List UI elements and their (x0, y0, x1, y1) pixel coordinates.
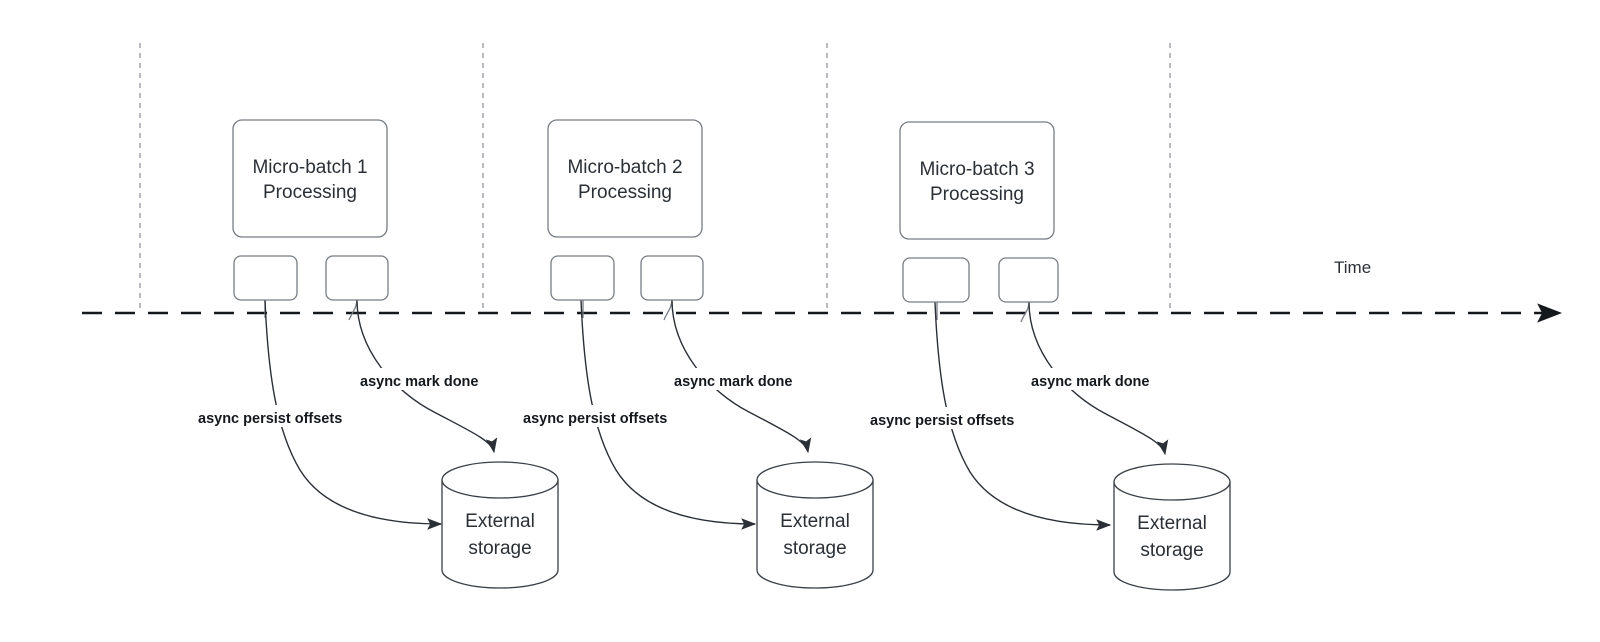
stem-markdone-2 (663, 298, 673, 321)
markdone-marker-box-1[interactable] (325, 255, 389, 301)
curve-async-persist-offsets-1 (264, 299, 443, 530)
micro-batch-box-3-line1: Micro-batch 3 (919, 159, 1034, 180)
label-bg-po-3 (868, 407, 1046, 429)
micro-batch-box-2-line1: Micro-batch 2 (567, 157, 682, 178)
label-async-mark-done-1: async mark done (358, 368, 503, 390)
label-bg-po-2 (521, 405, 699, 427)
external-storage-3-body[interactable] (1113, 481, 1231, 591)
label-async-persist-offsets-1: async persist offsets (196, 405, 374, 427)
external-storage-2-line2: storage (783, 538, 846, 559)
label-async-persist-offsets-3: async persist offsets (868, 407, 1046, 429)
external-storage-1-top[interactable] (441, 461, 559, 499)
label-async-mark-done-2: async mark done (672, 368, 817, 390)
external-storage-3-line1: External (1137, 513, 1207, 534)
label-async-mark-done-1-text: async mark done (360, 374, 478, 390)
stem-markdone-1 (348, 298, 358, 321)
label-async-mark-done-2-text: async mark done (674, 374, 792, 390)
label-async-persist-offsets-2: async persist offsets (521, 405, 699, 427)
curve-async-persist-offsets-2 (580, 299, 757, 530)
external-storage-1-line1: External (465, 511, 535, 532)
label-async-persist-offsets-1-text: async persist offsets (198, 411, 342, 427)
external-storage-1-body[interactable] (441, 479, 559, 589)
label-bg-md-1 (358, 368, 503, 390)
label-async-persist-offsets-2-text: async persist offsets (523, 411, 667, 427)
micro-batch-box-1-rect[interactable] (232, 119, 388, 238)
group-2: Micro-batch 2 Processing External storag… (521, 119, 874, 589)
micro-batch-box-3-rect[interactable] (899, 121, 1055, 240)
persist-marker-box-2[interactable] (550, 255, 615, 301)
curve-async-mark-done-1 (356, 299, 498, 454)
label-async-mark-done-3-text: async mark done (1031, 374, 1149, 390)
time-axis: Time (82, 258, 1563, 323)
label-bg-md-2 (672, 368, 817, 390)
curve-async-mark-done-2 (671, 299, 812, 454)
micro-batch-box-3[interactable]: Micro-batch 3 Processing (899, 121, 1055, 240)
micro-batch-box-1[interactable]: Micro-batch 1 Processing (232, 119, 388, 238)
micro-batch-box-2[interactable]: Micro-batch 2 Processing (547, 119, 703, 238)
external-storage-2-top[interactable] (756, 461, 874, 499)
external-storage-2[interactable]: External storage (756, 461, 874, 589)
external-storage-1[interactable]: External storage (441, 461, 559, 589)
group-1: Micro-batch 1 Processing External storag… (196, 119, 559, 589)
external-storage-3-line2: storage (1140, 540, 1203, 561)
persist-marker-box-3[interactable] (902, 257, 970, 303)
curve-async-persist-offsets-3 (934, 301, 1112, 531)
micro-batch-box-2-line2: Processing (578, 182, 672, 203)
micro-batch-box-1-line1: Micro-batch 1 (252, 157, 367, 178)
label-async-persist-offsets-3-text: async persist offsets (870, 413, 1014, 429)
timeline-ticks (139, 43, 1171, 313)
markdone-marker-box-2[interactable] (640, 255, 704, 301)
time-axis-label: Time (1334, 258, 1371, 277)
label-bg-po-1 (196, 405, 374, 427)
external-storage-3-top[interactable] (1113, 463, 1231, 501)
curve-async-mark-done-3 (1028, 301, 1169, 456)
external-storage-2-body[interactable] (756, 479, 874, 589)
micro-batch-box-1-line2: Processing (263, 182, 357, 203)
external-storage-1-line2: storage (468, 538, 531, 559)
micro-batch-box-2-rect[interactable] (547, 119, 703, 238)
label-bg-md-3 (1029, 368, 1174, 390)
micro-batch-box-3-line2: Processing (930, 184, 1024, 205)
markdone-marker-box-3[interactable] (998, 257, 1059, 303)
external-storage-2-line1: External (780, 511, 850, 532)
external-storage-3[interactable]: External storage (1113, 463, 1231, 591)
persist-marker-box-1[interactable] (233, 255, 298, 301)
label-async-mark-done-3: async mark done (1029, 368, 1174, 390)
group-3: Micro-batch 3 Processing External storag… (868, 121, 1231, 591)
